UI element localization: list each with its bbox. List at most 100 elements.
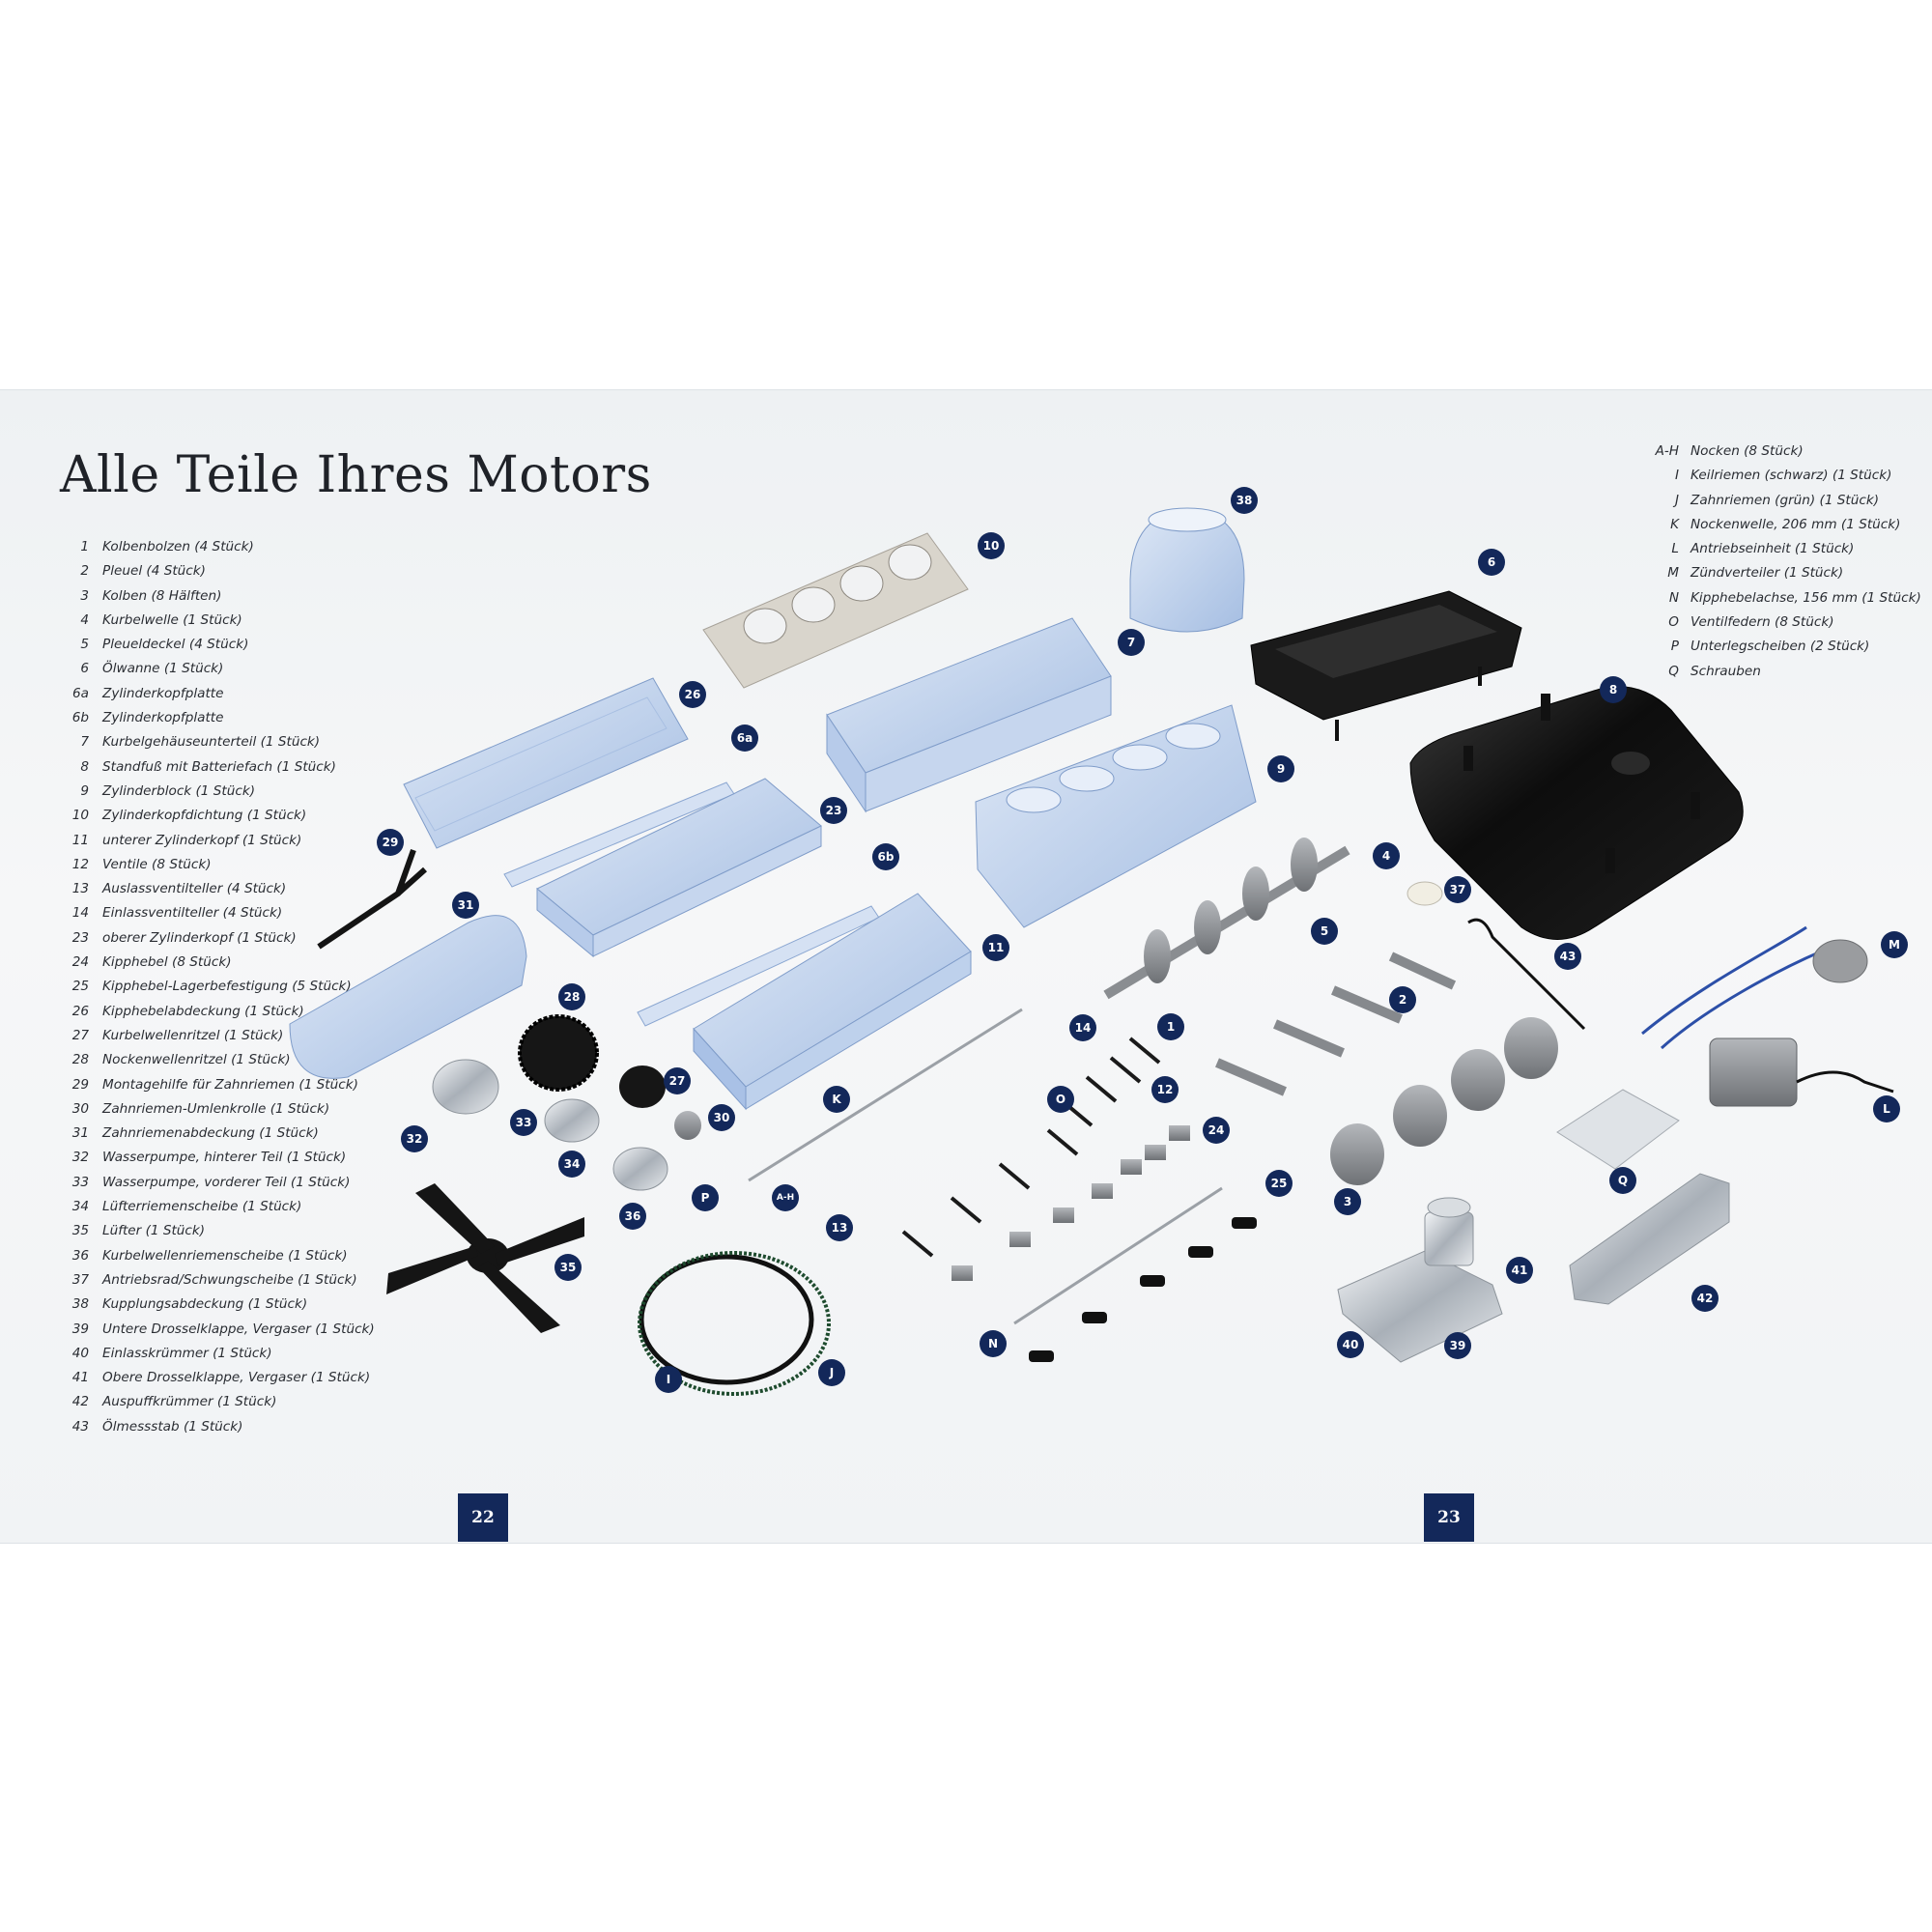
part-letter: J (1674, 492, 1679, 508)
water-pump (432, 1059, 499, 1115)
callout-3: 3 (1334, 1188, 1361, 1215)
flywheel (1406, 881, 1443, 906)
part-number: 8 (80, 758, 89, 775)
callout-p: P (692, 1184, 719, 1211)
callout-10: 10 (978, 532, 1005, 559)
callout-12: 12 (1151, 1076, 1179, 1103)
part-label: Kurbelwellenriemenscheibe (1 Stück) (102, 1247, 348, 1264)
part-number: 35 (71, 1223, 89, 1239)
part-number: 43 (71, 1418, 89, 1435)
part-number: 36 (71, 1247, 89, 1264)
callout-25: 25 (1265, 1170, 1293, 1197)
part-label: Ventilfedern (8 Stück) (1690, 614, 1834, 631)
part-letter: I (1674, 468, 1679, 484)
part-letter: P (1670, 639, 1679, 655)
part-label: Kupplungsabdeckung (1 Stück) (102, 1296, 308, 1313)
idler-pulley (674, 1111, 701, 1140)
part-label: Standfuß mit Batteriefach (1 Stück) (102, 758, 336, 775)
part-number: 7 (80, 734, 89, 751)
part-number: 27 (71, 1027, 89, 1043)
part-label: Einlassventilteller (4 Stück) (102, 905, 283, 922)
part-label: Zylinderkopfdichtung (1 Stück) (102, 808, 307, 824)
callout-31: 31 (452, 892, 479, 919)
clutch-cover (1129, 507, 1245, 633)
part-label: Nockenwellenritzel (1 Stück) (102, 1052, 291, 1068)
callout-28: 28 (558, 983, 585, 1010)
part-number: 12 (71, 856, 89, 872)
part-number: 23 (71, 929, 89, 946)
callout-27: 27 (664, 1067, 691, 1094)
callout-7: 7 (1118, 629, 1145, 656)
part-number: 26 (71, 1003, 89, 1019)
oil-pan (1250, 590, 1522, 741)
screws-bag (1556, 1089, 1680, 1170)
part-label: Zahnriemenabdeckung (1 Stück) (102, 1125, 319, 1142)
fan (386, 1183, 584, 1333)
part-number: 25 (71, 979, 89, 995)
drive-unit (1709, 1037, 1894, 1107)
cylinder-block (975, 704, 1257, 928)
callout-40: 40 (1337, 1331, 1364, 1358)
part-number: 30 (71, 1100, 89, 1117)
part-number: 6 (80, 661, 89, 677)
part-label: Ölmessstab (1 Stück) (102, 1418, 243, 1435)
callout-6: 6 (1478, 549, 1505, 576)
part-number: 11 (71, 832, 89, 848)
camshaft (748, 1008, 1023, 1182)
crankshaft-pulley (612, 1147, 668, 1191)
part-label: Zahnriemen (grün) (1 Stück) (1690, 492, 1880, 508)
part-number: 34 (71, 1199, 89, 1215)
part-label: Obere Drosselklappe, Vergaser (1 Stück) (102, 1370, 371, 1386)
page-number-right: 23 (1424, 1493, 1474, 1542)
pistons (1330, 1017, 1558, 1185)
callout-32: 32 (401, 1125, 428, 1152)
part-letter: Q (1668, 663, 1679, 679)
part-number: 24 (71, 954, 89, 971)
part-number: 29 (71, 1076, 89, 1093)
part-label: Einlasskrümmer (1 Stück) (102, 1345, 272, 1361)
callout-o: O (1047, 1086, 1074, 1113)
list-item: 26 Kipphebelabdeckung (1 Stück) (68, 1000, 375, 1024)
callout-42: 42 (1691, 1285, 1719, 1312)
part-label: Zylinderkopfplatte (102, 710, 224, 726)
list-item: 10 Zylinderkopfdichtung (1 Stück) (68, 804, 375, 828)
callout-6b: 6b (872, 843, 899, 870)
part-number: 10 (71, 808, 89, 824)
rocker-shaft (1013, 1186, 1223, 1325)
callout-11: 11 (982, 934, 1009, 961)
timing-belt (638, 1251, 831, 1396)
part-letter: A-H (1655, 443, 1679, 459)
list-item: 36 Kurbelwellenriemenscheibe (1 Stück) (68, 1244, 375, 1268)
callout-38: 38 (1231, 487, 1258, 514)
callout-8: 8 (1600, 676, 1627, 703)
list-item: 23 oberer Zylinderkopf (1 Stück) (68, 926, 375, 951)
part-label: oberer Zylinderkopf (1 Stück) (102, 929, 297, 946)
callout-4: 4 (1373, 842, 1400, 869)
part-label: Ölwanne (1 Stück) (102, 661, 224, 677)
part-label: Nockenwelle, 206 mm (1 Stück) (1690, 516, 1901, 532)
intake-manifold-carburetor (1337, 1197, 1503, 1363)
part-number: 38 (71, 1296, 89, 1313)
exhaust-manifold (1569, 1173, 1730, 1305)
part-number: 1 (80, 539, 89, 554)
part-label: Antriebseinheit (1 Stück) (1690, 541, 1855, 557)
part-label: Kipphebelabdeckung (1 Stück) (102, 1003, 304, 1019)
page-title: Alle Teile Ihres Motors (60, 446, 652, 504)
part-label: Lüfterriemenscheibe (1 Stück) (102, 1199, 302, 1215)
